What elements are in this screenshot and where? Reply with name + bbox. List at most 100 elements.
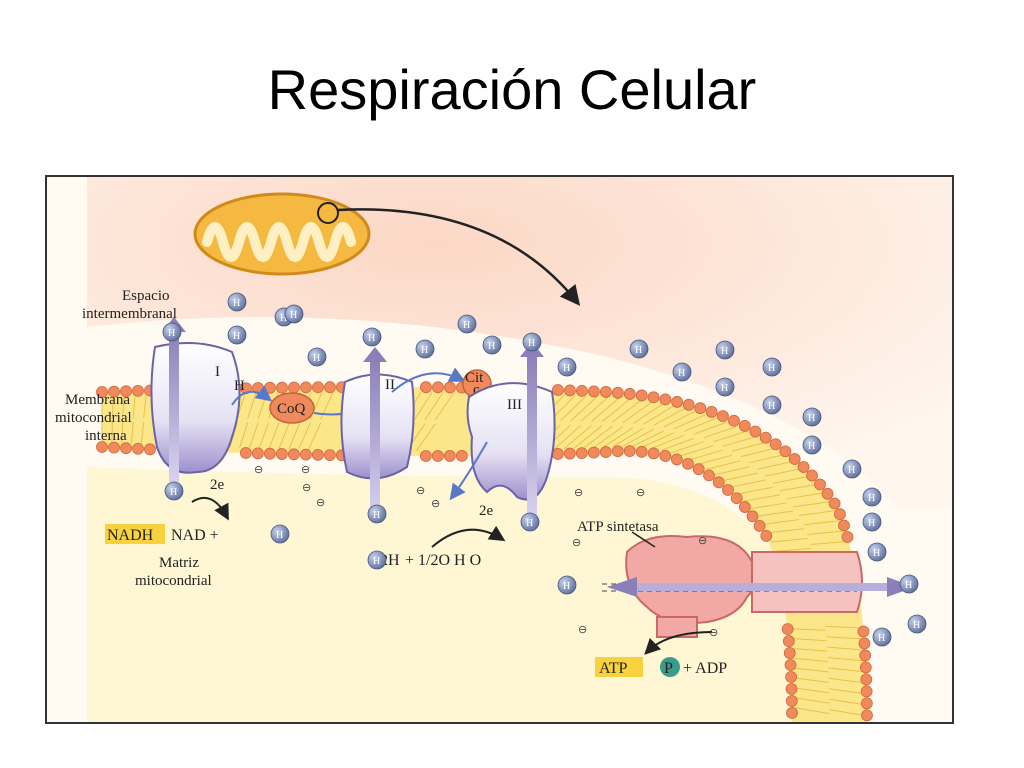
intermembrane-label-1: Espacio	[122, 288, 169, 304]
lipid-head	[769, 438, 782, 451]
lipid-head	[312, 381, 324, 394]
lipid-head	[96, 386, 108, 398]
h-ion-icon: H	[867, 542, 887, 562]
negative-charge-icon: ⊖	[636, 487, 645, 499]
negative-charge-icon: ⊖	[416, 485, 425, 497]
lipid-head	[108, 385, 120, 398]
water-arrow	[431, 525, 506, 548]
h-ion-icon: H	[762, 357, 782, 377]
lipid-head	[120, 385, 132, 398]
h-ion-icon: H	[367, 550, 387, 570]
negative-charge-icon: ⊖	[431, 498, 440, 510]
negative-charge-icon: ⊖	[254, 464, 263, 476]
complex-2-label: II	[385, 377, 395, 393]
h-ion-icon: H	[457, 314, 477, 334]
zoom-arrow	[337, 208, 581, 306]
h-ion-icon: H	[672, 362, 692, 382]
h-ion-label: H	[768, 363, 775, 374]
lipid-head	[432, 381, 444, 394]
lipid-head	[108, 441, 120, 454]
lipid-head	[144, 443, 156, 456]
h-ion-label: H	[905, 580, 912, 591]
nadh-label: NADH	[107, 527, 154, 544]
h-ion-label: H	[313, 353, 320, 364]
complex-2: II	[340, 347, 415, 517]
h-ion-icon: H	[164, 481, 184, 501]
lipid-head	[860, 697, 873, 710]
lipid-head	[738, 501, 751, 513]
lipid-head	[323, 449, 336, 462]
lipid-head	[251, 447, 264, 460]
negative-charge-icon: ⊖	[698, 535, 707, 547]
h-ion-label: H	[280, 313, 287, 324]
h-ion-icon: H	[520, 512, 540, 532]
slide-title: Respiración Celular	[267, 58, 757, 121]
zoom-circle-icon	[317, 202, 339, 224]
lipid-head	[814, 478, 826, 491]
lipid-head	[859, 649, 872, 662]
lipid-head	[682, 398, 695, 411]
lipid-head	[728, 414, 740, 427]
lipid-head	[599, 446, 612, 458]
lipid-head	[552, 384, 564, 396]
lipid-head	[834, 508, 846, 521]
lipid-head	[647, 447, 660, 460]
lipid-head	[263, 447, 276, 460]
h-ion-icon: H	[715, 340, 735, 360]
lipid-head	[760, 530, 773, 542]
electron-arrow-4	[449, 441, 488, 501]
h-ion-icon: H	[270, 524, 290, 544]
lipid-head	[647, 391, 660, 404]
lipid-head	[692, 463, 705, 476]
h-ion-label: H	[848, 465, 855, 476]
lipid-head	[788, 453, 801, 465]
intermembrane-label-2: intermembranal	[82, 306, 177, 322]
h-ion-icon: H	[899, 574, 919, 594]
electron-transport-diagram: I H CoQ II Cit c III	[45, 175, 954, 724]
h-ion-icon: H	[557, 575, 577, 595]
lipid-head	[784, 659, 797, 671]
h-ion-label: H	[290, 310, 297, 321]
mitochondrion-icon	[193, 192, 371, 276]
h-ion-icon: H	[522, 332, 542, 352]
negative-charge-icon: ⊖	[316, 497, 325, 509]
h-ion-icon: H	[715, 377, 735, 397]
atp-synthase	[602, 535, 915, 638]
lipid-head	[749, 425, 762, 438]
lipid-head	[431, 450, 444, 462]
h-ion-label: H	[678, 368, 685, 379]
h-ion-icon: H	[227, 292, 247, 312]
lipid-head	[551, 448, 564, 460]
h-ion-label: H	[768, 401, 775, 412]
complex-1-h-label: H	[234, 378, 245, 394]
h-ion-label: H	[721, 383, 728, 394]
lipid-head	[781, 623, 794, 636]
inner-membrane-label-2: mitocondrial	[55, 410, 132, 426]
h-ion-label: H	[421, 345, 428, 356]
lipid-head	[311, 448, 324, 461]
lipid-head	[716, 410, 729, 423]
lipid-head	[783, 647, 796, 659]
lipid-head	[786, 707, 798, 719]
lipid-head	[455, 449, 468, 462]
h-ion-label: H	[563, 363, 570, 374]
lipid-head	[753, 520, 766, 532]
lipid-head	[730, 492, 743, 505]
h-ion-icon: H	[862, 487, 882, 507]
atp-synthase-label: ATP sintetasa	[577, 519, 659, 535]
lipid-head	[132, 442, 144, 455]
h-ion-label: H	[868, 493, 875, 504]
lipid-head	[611, 445, 624, 458]
lipid-head	[860, 685, 873, 698]
lipid-head	[859, 661, 872, 674]
h-ion-label: H	[808, 413, 815, 424]
lipid-head	[575, 447, 588, 459]
inner-membrane-label-1: Membrana	[65, 392, 130, 408]
lipid-head	[275, 448, 288, 460]
negative-charge-icon: ⊖	[578, 624, 587, 636]
h-ion-icon: H	[802, 407, 822, 427]
h-ion-icon: H	[284, 304, 304, 324]
lipid-head	[659, 393, 672, 406]
lipid-head	[611, 386, 624, 399]
